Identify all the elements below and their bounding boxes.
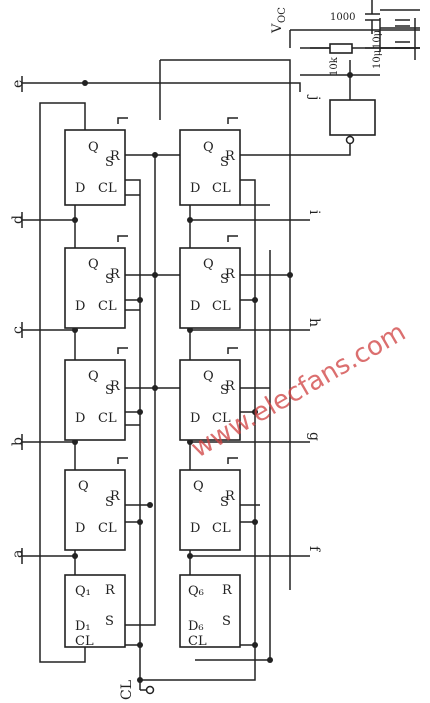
flipflop-left-5: Q S R D CL [64, 129, 126, 206]
svg-text:V: V [270, 23, 285, 34]
svg-text:D: D [190, 181, 200, 196]
label-f: f [306, 546, 322, 553]
input-labels: e d c b a [10, 76, 26, 564]
label-r10k: 10k [329, 56, 340, 76]
svg-text:D₆: D₆ [188, 619, 204, 634]
output-labels: j i h g f [306, 94, 322, 553]
svg-text:Q₁: Q₁ [75, 584, 91, 599]
svg-text:CL: CL [98, 299, 117, 314]
pin-q: Q [88, 140, 99, 155]
flipflop-left-3: Q S R D CL [64, 359, 126, 441]
svg-text:Q₆: Q₆ [188, 584, 204, 599]
svg-text:D: D [75, 521, 85, 536]
pin-d: D [75, 181, 85, 196]
flipflop-left-2: Q S R D CL [64, 469, 126, 551]
svg-text:R: R [110, 489, 121, 504]
flipflop-left-1: Q₁ R S D₁ CL [64, 574, 126, 649]
label-vcc: V OC [270, 7, 288, 34]
svg-text:CL: CL [212, 181, 231, 196]
resistor-10k [329, 43, 353, 54]
svg-text:R: R [225, 267, 236, 282]
svg-text:R: R [225, 379, 236, 394]
svg-text:Q: Q [193, 479, 204, 494]
svg-text:S: S [220, 272, 229, 287]
label-j: j [306, 94, 322, 100]
svg-text:CL: CL [212, 521, 231, 536]
clock-input-terminal [145, 685, 155, 695]
label-h: h [306, 318, 322, 327]
svg-text:D: D [75, 299, 85, 314]
label-i: i [306, 210, 322, 215]
label-c10u-b: 10μ [372, 49, 383, 69]
svg-text:R: R [105, 583, 116, 598]
flipflop-right-7: Q S R D CL [179, 469, 241, 551]
flipflop-left-4: Q S R D CL [64, 247, 126, 329]
svg-text:CL: CL [188, 634, 207, 649]
svg-text:S: S [220, 383, 229, 398]
capacitor-1000 [365, 13, 380, 21]
power-network [329, 0, 416, 60]
svg-text:S: S [105, 614, 114, 629]
label-e: e [10, 80, 26, 88]
flipflop-right-9: Q S R D CL [179, 247, 241, 329]
svg-text:Q: Q [203, 140, 214, 155]
label-clock: CL [119, 680, 135, 700]
svg-text:S: S [222, 614, 231, 629]
label-g: g [306, 432, 322, 441]
svg-text:CL: CL [212, 411, 231, 426]
svg-text:Q: Q [88, 369, 99, 384]
reset-driver-block [329, 99, 376, 136]
svg-text:S: S [220, 495, 229, 510]
pin-r: R [110, 149, 121, 164]
svg-text:S: S [105, 383, 114, 398]
label-d: d [10, 215, 26, 224]
svg-text:S: S [105, 495, 114, 510]
svg-text:D: D [190, 521, 200, 536]
svg-text:Q: Q [203, 257, 214, 272]
label-b: b [10, 437, 26, 446]
pin-s: S [105, 155, 114, 170]
pin-cl: CL [98, 181, 117, 196]
svg-text:D₁: D₁ [75, 619, 91, 634]
svg-text:CL: CL [212, 299, 231, 314]
flipflop-right-8: Q S R D CL [179, 359, 241, 441]
label-c1000: 1000 [330, 12, 355, 23]
svg-text:D: D [190, 411, 200, 426]
svg-text:CL: CL [98, 411, 117, 426]
svg-text:R: R [110, 379, 121, 394]
svg-text:R: R [110, 267, 121, 282]
label-c10u-a: 10μ [372, 29, 383, 49]
set-hooks [117, 117, 238, 464]
svg-text:Q: Q [203, 369, 214, 384]
svg-text:D: D [75, 411, 85, 426]
flipflop-right-10: Q S R D CL [179, 129, 241, 206]
svg-text:Q: Q [88, 257, 99, 272]
label-a: a [10, 550, 26, 558]
svg-text:CL: CL [75, 634, 94, 649]
svg-text:R: R [225, 489, 236, 504]
svg-text:Q: Q [78, 479, 89, 494]
svg-text:S: S [220, 155, 229, 170]
svg-text:S: S [105, 272, 114, 287]
wiring [22, 9, 420, 691]
svg-text:D: D [190, 299, 200, 314]
svg-text:R: R [222, 583, 233, 598]
svg-text:OC: OC [277, 7, 288, 23]
svg-text:CL: CL [98, 521, 117, 536]
flipflop-right-6: Q₆ R S D₆ CL [179, 574, 241, 649]
svg-text:R: R [225, 149, 236, 164]
label-c: c [10, 326, 26, 334]
